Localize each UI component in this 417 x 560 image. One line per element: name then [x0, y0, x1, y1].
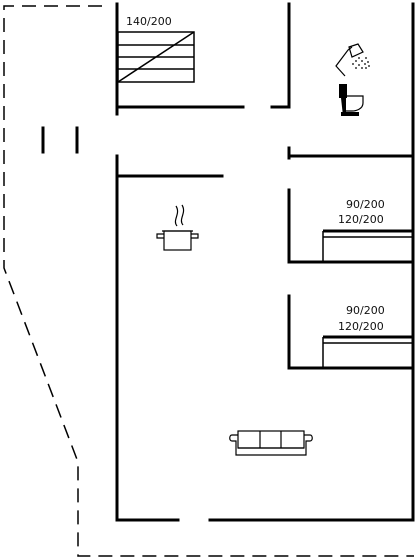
- stair-size-label: 140/200: [126, 15, 172, 28]
- bed2-size-label-a: 90/200: [346, 304, 385, 317]
- shower-icon: [335, 43, 370, 77]
- bed1-size-label-b: 120/200: [338, 213, 384, 226]
- window-marks: [41, 126, 79, 154]
- bed2-size-label-b: 120/200: [338, 320, 384, 333]
- toilet-icon: [339, 84, 364, 116]
- cooking-pot-icon: [156, 204, 199, 251]
- bed-icon: [322, 229, 413, 262]
- sofa-icon: [229, 430, 313, 456]
- bed-icon: [322, 335, 413, 368]
- interior-walls: [116, 2, 415, 370]
- terrace-outline: [3, 5, 414, 557]
- bed1-size-label-a: 90/200: [346, 198, 385, 211]
- staircase: [117, 31, 195, 83]
